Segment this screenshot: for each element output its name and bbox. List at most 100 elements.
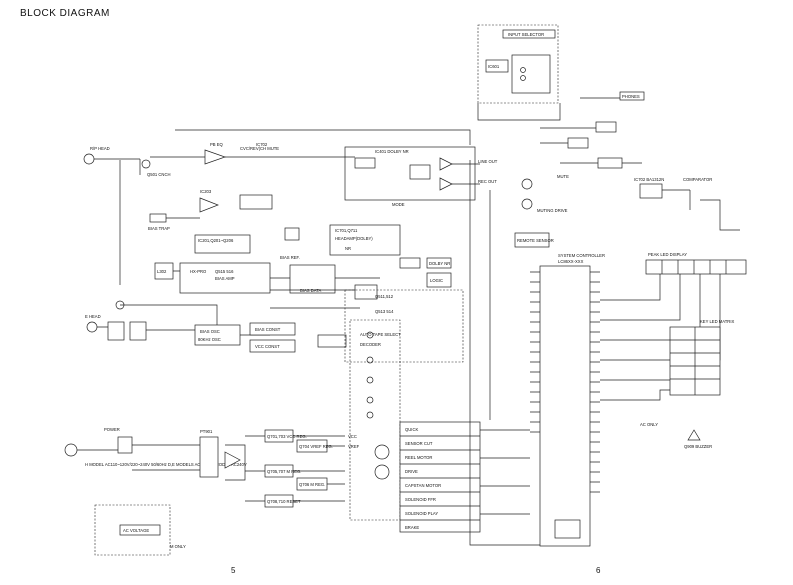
buzzer-icon	[687, 429, 701, 441]
ac-voltage-label: AC VOLTAGE	[123, 528, 149, 533]
reset-label: Q708,710 RESET	[267, 499, 301, 504]
capstan-motor-label: CAPSTAN MOTOR	[405, 483, 441, 488]
comparator-label: COMPARATOR	[683, 177, 712, 182]
q801-icon	[521, 178, 533, 190]
pt901-label: PT901	[200, 429, 213, 434]
input-selector-block	[502, 29, 556, 39]
power-switch	[117, 436, 133, 454]
mode-label: MODE	[392, 202, 405, 207]
erase-head-icon	[86, 321, 98, 333]
ac-plug-icon	[64, 443, 78, 457]
m-only-label: M ONLY	[170, 544, 186, 549]
drive-label-1: DRIVE	[405, 469, 418, 474]
solenoid-play-label: SOLENOID PLAY	[405, 511, 438, 516]
line-out-block	[597, 157, 623, 169]
page-title: BLOCK DIAGRAM	[20, 8, 110, 19]
q501-icon	[141, 159, 151, 169]
ic702-label: IC702	[256, 142, 268, 147]
rec-pb-sens-block	[239, 194, 273, 210]
pb-eq-label: PB EQ	[210, 142, 224, 147]
mute-label: MUTE	[557, 174, 569, 179]
ic203-label: IC203	[200, 189, 212, 194]
logic-label: LOGIC	[430, 278, 443, 283]
switch-block	[511, 54, 551, 94]
key-matrix-label: KEY LED MATRIX	[700, 319, 734, 324]
muting-drive-label: MUTING DRIVE	[537, 208, 568, 213]
bias-osc-label: BIAS OSC	[200, 329, 220, 334]
bias-const-label: BIAS CONST	[255, 327, 281, 332]
vcc-const-label: VCC CONST	[255, 344, 280, 349]
reel-motor-label: REEL MOTOR	[405, 455, 432, 460]
remote-sensor-block	[514, 232, 550, 248]
decoder-label: DECODER	[360, 342, 381, 347]
input-selector-label: INPUT SELECTOR	[508, 32, 544, 37]
bias-osc-block	[194, 324, 241, 346]
rp-head-label: R/P HEAD	[90, 146, 110, 151]
reg4-label: Q706 M REG.	[299, 482, 325, 487]
auto-tape-label: AUTO TAPE SELECT	[360, 332, 401, 337]
l302-label: L302	[157, 269, 167, 274]
q501-label: Q501 CNCH	[147, 172, 171, 177]
pb-eq-amp	[204, 149, 227, 165]
vcc-label: VCC	[348, 434, 357, 439]
vref-block	[289, 264, 336, 294]
reg1-label: Q701,703 VCC REG.	[267, 434, 307, 439]
peak-display-block	[645, 259, 747, 275]
bias-const-block	[249, 322, 296, 336]
osc-freq-label: 80KHz OSC	[198, 337, 221, 342]
dolby-nr-label: DOLBY NR	[429, 261, 450, 266]
vcc-const-block	[249, 339, 296, 353]
bias-amp-label: BIAS AMP	[215, 276, 235, 281]
pt901-transformer	[199, 436, 219, 478]
page-number-right: 6	[596, 566, 601, 575]
sensor-cut-label: SENSOR CUT	[405, 441, 433, 446]
system-controller-block	[539, 265, 591, 547]
ac-voltage-block	[119, 524, 161, 536]
ic701-label: IC701,Q711	[335, 228, 358, 233]
remote-label: REMOTE SENSOR	[517, 238, 554, 243]
rec-amp	[199, 197, 219, 213]
erase-head-label: E HEAD	[85, 314, 101, 319]
rec-out-box	[595, 121, 617, 133]
peak-display-cells	[661, 260, 727, 274]
nr-label: NR	[345, 246, 351, 251]
bias-trap-label: BIAS TRAP	[148, 226, 170, 231]
bias-ref-label: BIAS REF.	[280, 255, 300, 260]
ic702b-block	[639, 183, 663, 199]
auto-tape-area	[344, 289, 464, 363]
line-out-label: LINE OUT	[478, 159, 498, 164]
q513-label: Q513 514	[375, 309, 394, 314]
ic601-label: IC601	[488, 64, 500, 69]
cvc-mute-label: CVC/REV(CH MUTE	[240, 146, 279, 151]
rp-head-icon	[83, 153, 95, 165]
reg3-label: Q705,707 M REG.	[267, 469, 301, 474]
input-selector-area	[477, 24, 559, 104]
solenoid-ffr-label: SOLENOID FFR	[405, 497, 436, 502]
reg2-label: Q704 VREF REG.	[299, 444, 333, 449]
headamp-label: HEADAMP(DOLBY)	[335, 236, 373, 241]
brake-label: BRAKE	[405, 525, 419, 530]
sys-ctrl-label: SYSTEM CONTROLLER	[558, 253, 605, 258]
phones-label: PHONES	[622, 94, 640, 99]
quick-label: QUICK	[405, 427, 418, 432]
ic702b-label: IC702 BA1312N	[634, 177, 664, 182]
peak-display-label: PEAK LED DISPLAY	[648, 252, 687, 257]
ic601-block	[485, 59, 509, 73]
hx-pro-label: HX-PRO	[190, 269, 207, 274]
power-label: POWER	[104, 427, 120, 432]
buzzer-label: Q909 BUZZER	[684, 444, 712, 449]
q511-label: Q511,512	[375, 294, 394, 299]
ac-only-label: AC ONLY	[640, 422, 658, 427]
page-number-left: 5	[231, 566, 236, 575]
line-out-box	[567, 137, 589, 149]
ic201-block	[194, 234, 251, 254]
rec-out-label: REC OUT	[478, 179, 497, 184]
sys-ctrl-pins	[530, 271, 600, 493]
ic701-block	[329, 224, 401, 256]
q515-label: Q515 516	[215, 269, 234, 274]
ic201-label: IC201,Q201~Q206	[198, 238, 234, 243]
mechanism-area	[349, 319, 401, 521]
ic401-label: IC401 DOLBY NR	[375, 149, 409, 154]
bias-data-label: BIAS DATA	[300, 288, 321, 293]
